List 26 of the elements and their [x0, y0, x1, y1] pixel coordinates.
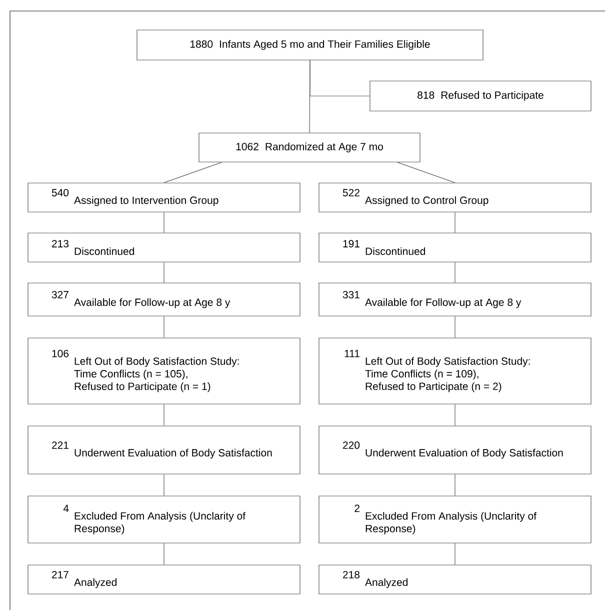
flow-box: 4 Excluded From Analysis (Unclarity of Response): [28, 496, 300, 544]
flow-box: 217 Analyzed: [28, 564, 300, 594]
connector-line: [454, 474, 456, 496]
flow-box: 220 Underwent Evaluation of Body Satisfaction: [318, 426, 592, 474]
connector-line: [397, 162, 456, 183]
flow-box: 218 Analyzed: [318, 564, 592, 594]
flow-box: 191 Discontinued: [318, 232, 592, 262]
flow-box: 540 Assigned to Intervention Group: [28, 182, 300, 212]
flow-box: 111 Left Out of Body Satisfaction Study: Time Conflicts (n = 109), Refused to Participate (n = 2): [318, 338, 592, 404]
flow-box: 331 Available for Follow-up at Age 8 y: [318, 282, 592, 316]
flow-box: 818 Refused to Participate: [370, 80, 592, 112]
flow-box: 522 Assigned to Control Group: [318, 182, 592, 212]
connector-line: [454, 316, 456, 338]
connector-line: [309, 60, 310, 133]
flow-box: 1062 Randomized at Age 7 mo: [198, 132, 420, 162]
flow-box: 213 Discontinued: [28, 232, 300, 262]
connector-line: [454, 212, 456, 233]
flow-box: 327 Available for Follow-up at Age 8 y: [28, 282, 300, 316]
flow-box: 221 Underwent Evaluation of Body Satisfaction: [28, 426, 300, 474]
connector-line: [164, 162, 222, 183]
connector-line: [454, 543, 456, 565]
connector-line: [454, 404, 456, 426]
flow-box: 1880 Infants Aged 5 mo and Their Families Eligible: [136, 30, 484, 60]
flow-box: 2 Excluded From Analysis (Unclarity of Response): [318, 496, 592, 544]
flow-box: 106 Left Out of Body Satisfaction Study: Time Conflicts (n = 105), Refused to Participate (n = 1): [28, 338, 300, 404]
connector-line: [454, 262, 456, 283]
